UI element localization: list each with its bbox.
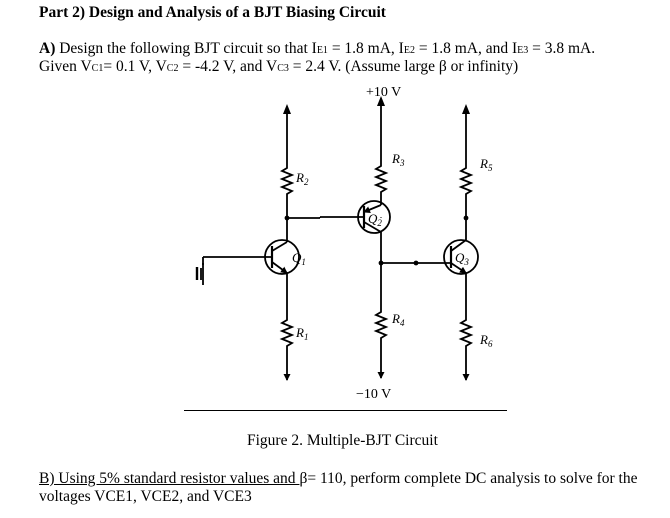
q1-label: Q1 <box>292 250 306 267</box>
page-title: Part 2) Design and Analysis of a BJT Bia… <box>39 4 386 21</box>
figure-caption: Figure 2. Multiple-BJT Circuit <box>247 432 438 449</box>
subscript: E1 <box>316 45 328 56</box>
text-segment: = 0.1 V, V <box>103 58 167 75</box>
q3-emitter <box>450 262 467 274</box>
r1-label: R1 <box>295 325 308 342</box>
supply-arrow-left <box>283 104 291 114</box>
part-b-rest: β= 110, perform complete DC analysis to … <box>299 470 638 487</box>
r6-label: R6 <box>479 332 493 349</box>
part-b-line-1: B) Using 5% standard resistor values and… <box>39 470 637 488</box>
resistor-r4 <box>373 308 389 379</box>
resistor-r1 <box>279 273 295 381</box>
subscript: C3 <box>277 63 289 74</box>
q1-collector <box>271 241 288 252</box>
q2-label: Q2 <box>368 211 382 228</box>
figure-divider <box>184 410 507 411</box>
q2-emitter <box>363 204 382 213</box>
r3-label: R3 <box>391 151 405 168</box>
junction-dot-q1c <box>284 215 290 221</box>
text-segment: = 1.8 mA, I <box>327 40 404 57</box>
subscript: C2 <box>166 63 179 74</box>
q3-label: Q3 <box>455 250 469 267</box>
text-segment: Design the following BJT circuit so that… <box>59 40 317 57</box>
supply-negative-label: −10 V <box>356 387 391 402</box>
junction-dot-q3b <box>413 260 419 266</box>
q1-emitter <box>271 261 288 274</box>
resistor-r6 <box>458 273 474 381</box>
r2-label: R2 <box>295 170 309 187</box>
part-a-line-2: Given VC1= 0.1 V, VC2 = -4.2 V, and VC3 … <box>39 58 518 78</box>
subscript: C1 <box>91 63 104 74</box>
resistor-r2 <box>279 162 295 242</box>
text-segment: = 1.8 mA, and I <box>414 40 518 57</box>
supply-arrow-center <box>377 96 385 106</box>
q2-collector <box>363 221 382 233</box>
text-segment: = -4.2 V, and V <box>178 58 278 75</box>
subscript: E3 <box>517 45 529 56</box>
transistor-q3-body <box>443 239 479 275</box>
supply-arrow-right <box>462 104 470 114</box>
q3-collector <box>450 239 467 252</box>
resistor-r3 <box>373 160 389 205</box>
text-segment: = 2.4 V. (Assume large β or infinity) <box>288 58 519 75</box>
junction-dot-q2c <box>378 260 384 266</box>
text-segment: Given V <box>39 58 92 75</box>
part-a-line-1: A) Design the following BJT circuit so t… <box>39 40 595 60</box>
subscript: E2 <box>403 45 415 56</box>
resistor-r5 <box>458 162 474 240</box>
part-b-line-2: voltages VCE1, VCE2, and VCE3 <box>39 488 252 505</box>
junction-dot-q3c <box>463 215 469 221</box>
supply-positive-label: +10 V <box>366 85 401 100</box>
r4-label: R4 <box>391 311 405 328</box>
r5-label: R5 <box>479 156 493 173</box>
part-a-label: A) <box>39 40 56 57</box>
text-segment: = 3.8 mA. <box>528 40 596 57</box>
part-b-underlined: B) Using 5% standard resistor values and <box>39 470 300 487</box>
